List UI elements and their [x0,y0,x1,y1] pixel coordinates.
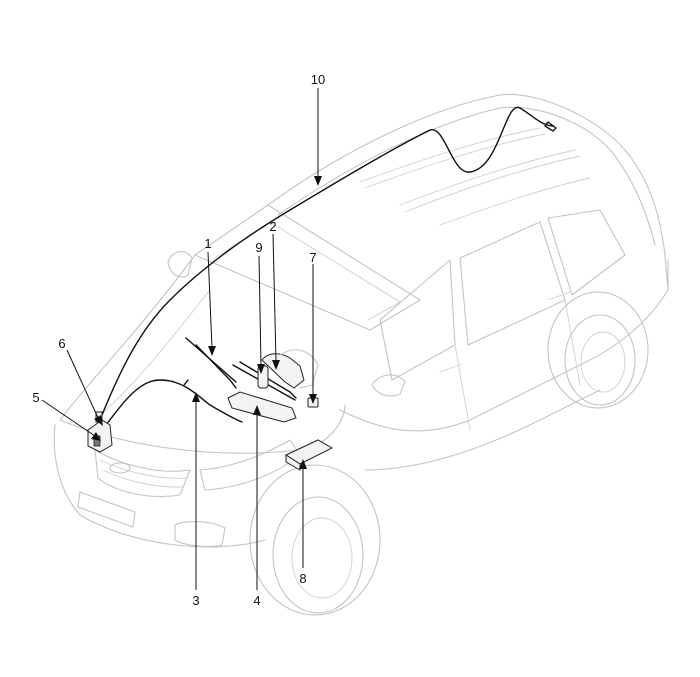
rear-washer-hose [99,106,554,421]
arrow-4 [253,405,261,415]
rear-tire [564,314,636,406]
hood-outline [59,254,196,421]
arrow-8 [299,459,307,469]
callout-5: 5 [32,390,39,405]
roof-rib-2 [364,133,546,189]
control-unit-side [285,454,301,471]
fog-lamp [174,521,226,547]
leader-1 [207,251,213,349]
arrow-10 [314,176,322,186]
arrow-7 [309,394,317,404]
front-tire [272,496,364,614]
cowl-panel [279,349,319,389]
hood-crease [94,289,211,421]
roof-rib-5 [439,177,591,226]
rear-rim [580,331,626,393]
grille-bar-1 [99,459,187,479]
leader-6 [66,349,100,421]
front-nozzle-1 [183,379,189,386]
license-plate [77,491,136,528]
rear-wheel-arch [547,291,649,409]
callout-9: 9 [255,240,262,255]
callout-3: 3 [192,593,199,608]
arrow-6 [94,415,103,426]
vehicle-body [53,93,669,616]
front-rim [291,517,353,599]
side-mirror [371,374,406,397]
rain-sensor-module [261,353,305,389]
front-door-window [379,259,456,381]
leader-9 [258,255,262,367]
callout-8: 8 [299,571,306,586]
callout-7: 7 [309,250,316,265]
door-line-front [454,344,471,431]
roof-rear-edge [611,151,656,246]
front-bumper [53,424,266,548]
leaders [41,88,322,590]
wiper-linkage [227,391,297,423]
headlamp [199,439,301,491]
leader-5 [41,399,96,437]
front-wheel-arch [249,464,381,616]
rear-nozzle [544,121,557,132]
quarter-window [547,209,626,296]
windshield-inner [214,221,401,321]
callout-10: 10 [311,72,325,87]
grille [94,449,191,498]
components [87,106,557,471]
callout-6: 6 [58,336,65,351]
front-washer-hose [105,379,243,426]
far-side-mirror [167,251,193,278]
rear-door-window [459,221,566,346]
callout-1: 1 [204,236,211,251]
arrow-2 [272,360,280,370]
body-side [339,259,669,432]
roof-outline [267,93,669,291]
wiper-arm-right [239,361,297,399]
callout-2: 2 [269,219,276,234]
callout-labels: 1 2 3 4 5 6 7 8 9 10 [32,72,325,608]
door-line-rear [564,299,581,386]
arrow-1 [208,346,216,356]
callout-4: 4 [253,593,260,608]
arrow-5 [91,432,101,441]
roof-rib-3 [399,149,576,206]
body-rocker [364,389,601,471]
windshield [194,204,421,331]
arrow-3 [192,392,200,402]
grille-bar-2 [102,469,183,488]
leader-2 [272,233,277,363]
door-handle-front [439,363,463,373]
door-handle-rear [547,291,571,301]
wiper-arm-left [195,344,237,389]
roof-rail-left [277,106,613,216]
badge [109,462,131,474]
roof-rib-4 [404,155,581,213]
arrow-9 [257,364,265,374]
